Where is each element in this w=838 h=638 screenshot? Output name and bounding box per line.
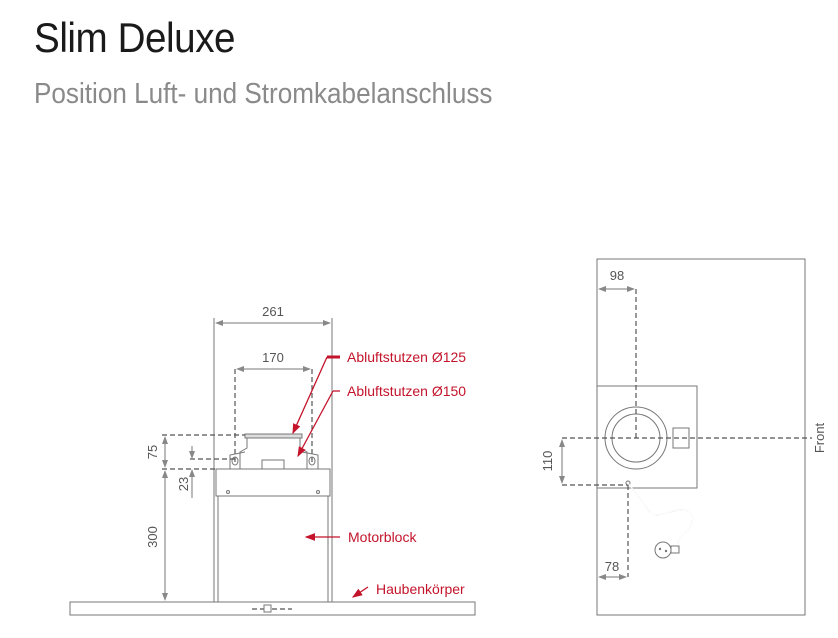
plug-icon [654, 541, 672, 559]
label-motor: Motorblock [348, 529, 417, 545]
dim-23: 23 [176, 477, 191, 491]
page-title: Slim Deluxe [34, 14, 236, 61]
dim-110: 110 [540, 451, 555, 472]
dim-75: 75 [145, 445, 160, 459]
power-cable [625, 480, 694, 559]
motor-top [215, 468, 331, 497]
side-view: 261 170 75 23 300 Abluftstut [69, 304, 476, 616]
label-outlet-125: Abluftstutzen Ø125 [347, 349, 466, 365]
outlet-fan [229, 433, 319, 470]
label-front: Front [812, 422, 827, 453]
dim-78: 78 [605, 559, 619, 574]
page-subtitle: Position Luft- und Stromkabelanschluss [34, 78, 493, 110]
dim-261: 261 [262, 304, 284, 319]
dim-170: 170 [262, 350, 284, 365]
motor-outline [596, 385, 698, 489]
dim-98: 98 [610, 268, 624, 283]
top-view: 98 110 78 Front [540, 258, 827, 616]
label-outlet-150: Abluftstutzen Ø150 [347, 383, 466, 399]
hood-body [69, 601, 476, 616]
dim-300: 300 [145, 526, 160, 548]
label-hood: Haubenkörper [376, 581, 465, 597]
